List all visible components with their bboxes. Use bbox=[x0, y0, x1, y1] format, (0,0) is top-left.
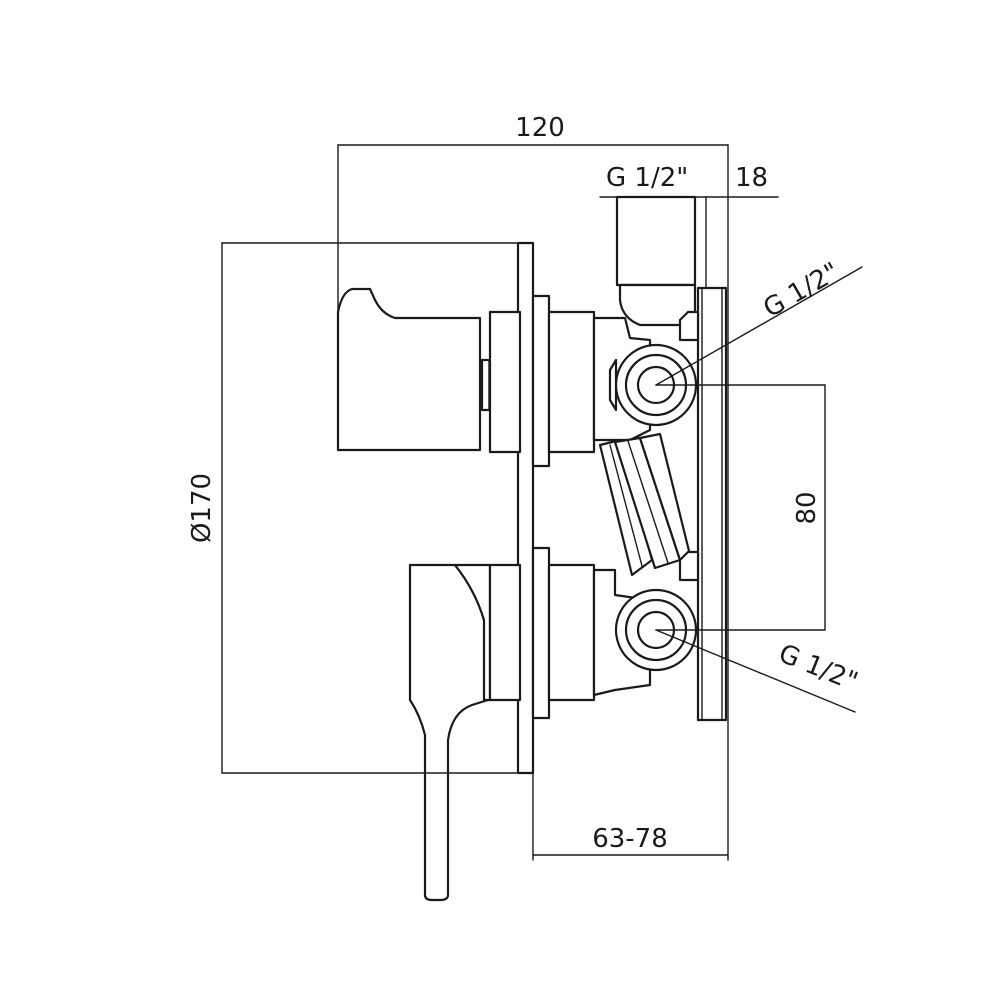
dimension-plate-thickness-label: 18 bbox=[735, 163, 768, 193]
dimension-top-thread-label: G 1/2" bbox=[606, 163, 688, 193]
dimension-center-distance-label: 80 bbox=[792, 491, 822, 524]
dimension-top-thread: G 1/2" 18 bbox=[599, 163, 779, 289]
dimension-center-distance: 80 bbox=[655, 384, 826, 631]
cover-plate bbox=[516, 241, 535, 775]
diverter-knob bbox=[336, 287, 498, 452]
dimension-cover-diameter: Ø170 bbox=[187, 242, 519, 774]
dimension-upper-thread-label: G 1/2" bbox=[759, 257, 845, 324]
top-inlet bbox=[615, 195, 697, 327]
dimension-lower-thread-label: G 1/2" bbox=[774, 639, 861, 698]
dimension-overall-width-label: 120 bbox=[515, 113, 565, 143]
dimension-wall-depth-label: 63-78 bbox=[592, 824, 668, 854]
dimension-cover-diameter-label: Ø170 bbox=[187, 473, 217, 543]
valve-body bbox=[598, 432, 692, 577]
dimension-overall-width: 120 bbox=[337, 113, 729, 861]
dimension-lower-thread: G 1/2" bbox=[655, 629, 862, 713]
mounting-plate bbox=[678, 286, 728, 722]
dimension-wall-depth: 63-78 bbox=[532, 717, 729, 861]
